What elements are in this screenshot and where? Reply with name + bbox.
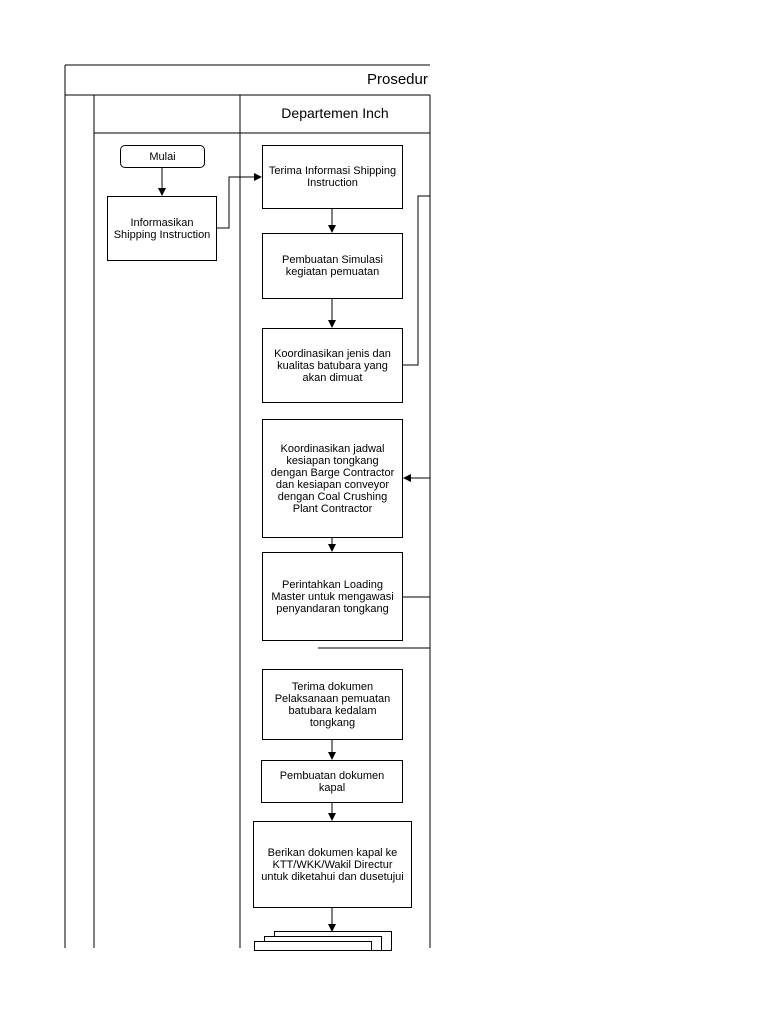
connector-to-next-lane [403,195,430,366]
multi-document-symbol [254,931,394,951]
process-give-ship-document: Berikan dokumen kapal ke KTT/WKK/Wakil D… [253,821,412,908]
process-inform-shipping: Informasikan Shipping Instruction [107,196,217,261]
process-coordinate-schedule: Koordinasikan jadwal kesiapan tongkang d… [262,419,403,538]
process-receive-document: Terima dokumen Pelaksanaan pemuatan batu… [262,669,403,740]
process-receive-info: Terima Informasi Shipping Instruction [262,145,403,209]
lane-header-departemen: Departemen Inch [281,105,389,121]
process-order-loading-master: Perintahkan Loading Master untuk mengawa… [262,552,403,641]
document-sheet-front [254,941,372,951]
arrow-inform-receive [217,173,262,229]
process-simulation: Pembuatan Simulasi kegiatan pemuatan [262,233,403,299]
page-title: Prosedur [367,71,428,88]
process-make-ship-document: Pembuatan dokumen kapal [261,760,403,803]
process-coordinate-coal: Koordinasikan jenis dan kualitas batubar… [262,328,403,403]
start-terminal: Mulai [120,145,205,168]
